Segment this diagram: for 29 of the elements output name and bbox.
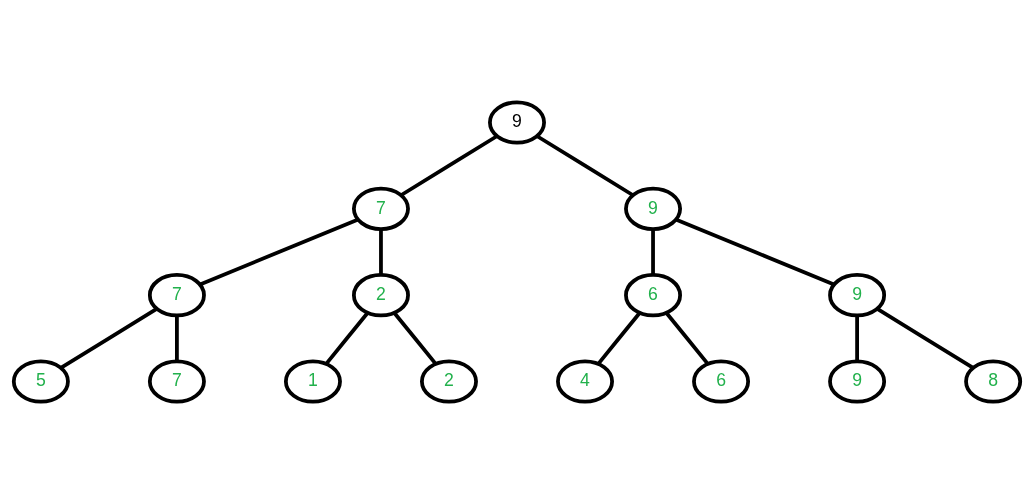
- node-ellipse: 9: [828, 359, 887, 404]
- connector: [199, 217, 359, 287]
- connector: [675, 217, 835, 287]
- node-ellipse: 7: [352, 186, 410, 231]
- node-ellipse: 9: [624, 186, 682, 231]
- connector: [536, 134, 634, 197]
- connector: [855, 315, 859, 361]
- connector: [392, 311, 437, 365]
- node-ellipse: 7: [147, 359, 206, 404]
- connector: [876, 307, 974, 370]
- node-ellipse: 1: [283, 359, 342, 404]
- node-ellipse: 7: [147, 273, 206, 318]
- node-ellipse: 9: [488, 100, 546, 145]
- node-ellipse: 4: [556, 359, 614, 404]
- connector: [60, 307, 158, 370]
- node-ellipse: 8: [964, 359, 1023, 404]
- connector: [597, 311, 642, 365]
- node-ellipse: 5: [11, 359, 70, 404]
- connector: [325, 311, 369, 365]
- connector: [665, 311, 709, 365]
- connector: [175, 315, 179, 361]
- connector: [651, 229, 655, 275]
- node-ellipse: 2: [420, 359, 478, 404]
- node-ellipse: 6: [692, 359, 751, 404]
- node-ellipse: 9: [828, 273, 887, 318]
- node-ellipse: 2: [352, 273, 410, 318]
- connector: [400, 134, 498, 197]
- node-ellipse: 6: [624, 273, 682, 318]
- connector: [379, 229, 383, 275]
